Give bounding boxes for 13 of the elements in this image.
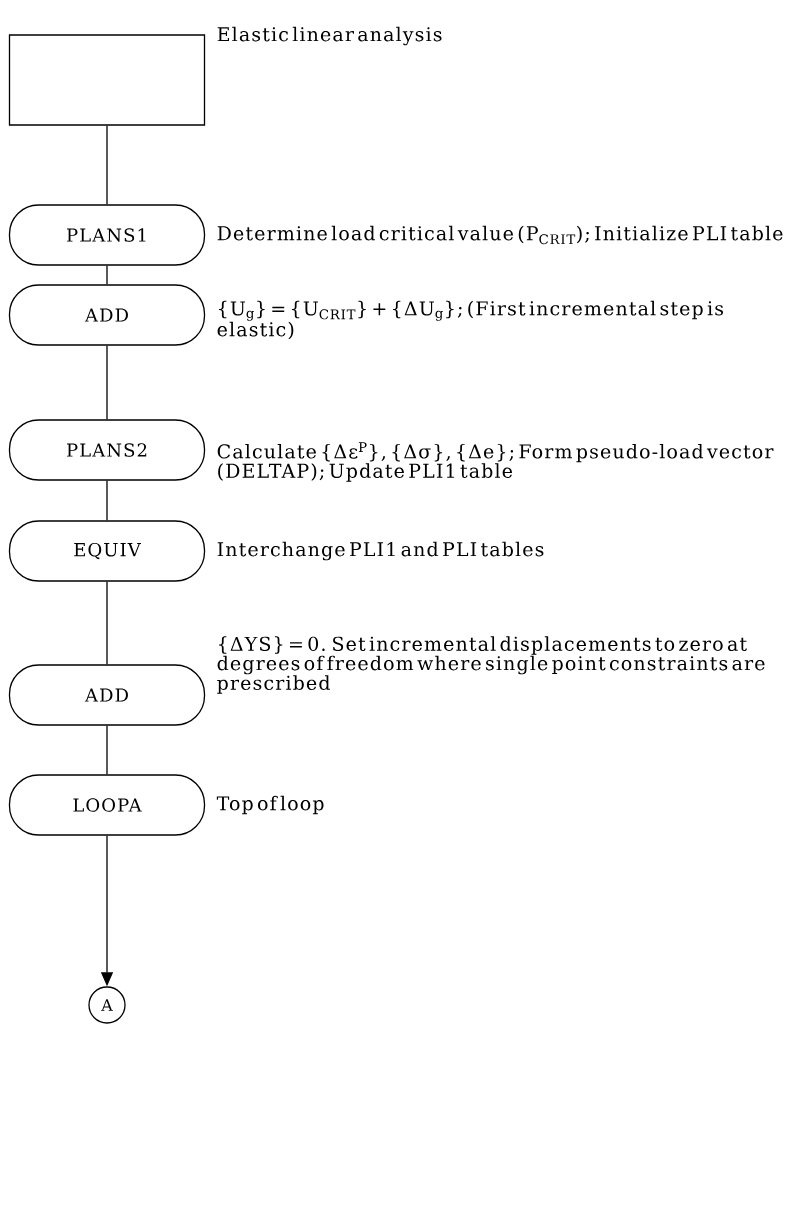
step-description: {U$_{g}$} = {U$_{CRIT}$} + {ΔU$_{g}$}; (First incremental step is elastic): [217, 300, 723, 340]
step-description: Top of loop: [216, 795, 324, 815]
terminal-box: EQUIV: [8, 520, 206, 582]
step-description: Calculate {Δε$^{P}$}, {Δσ}, {Δe}; Form pseudo-load vector (DELTAP); Update PLI1 table: [217, 442, 774, 482]
step-description: {ΔYS} = 0. Set incremental displacements to zero at degrees of freedom where single point constraints are prescribed: [217, 636, 765, 694]
step-description: Determine load critical value (P$_{CRIT}$); Initialize PLI table: [217, 225, 783, 245]
step-description: Elastic linear analysis: [217, 26, 442, 46]
terminal-box: ADD: [8, 664, 206, 726]
terminal-box: PLANS1: [8, 204, 206, 266]
terminal-box: LOOPA: [8, 774, 206, 836]
terminal-box: ADD: [8, 284, 206, 346]
terminal-box: PLANS2: [8, 419, 206, 481]
step-description: Interchange PLI1 and PLI tables: [217, 541, 544, 561]
